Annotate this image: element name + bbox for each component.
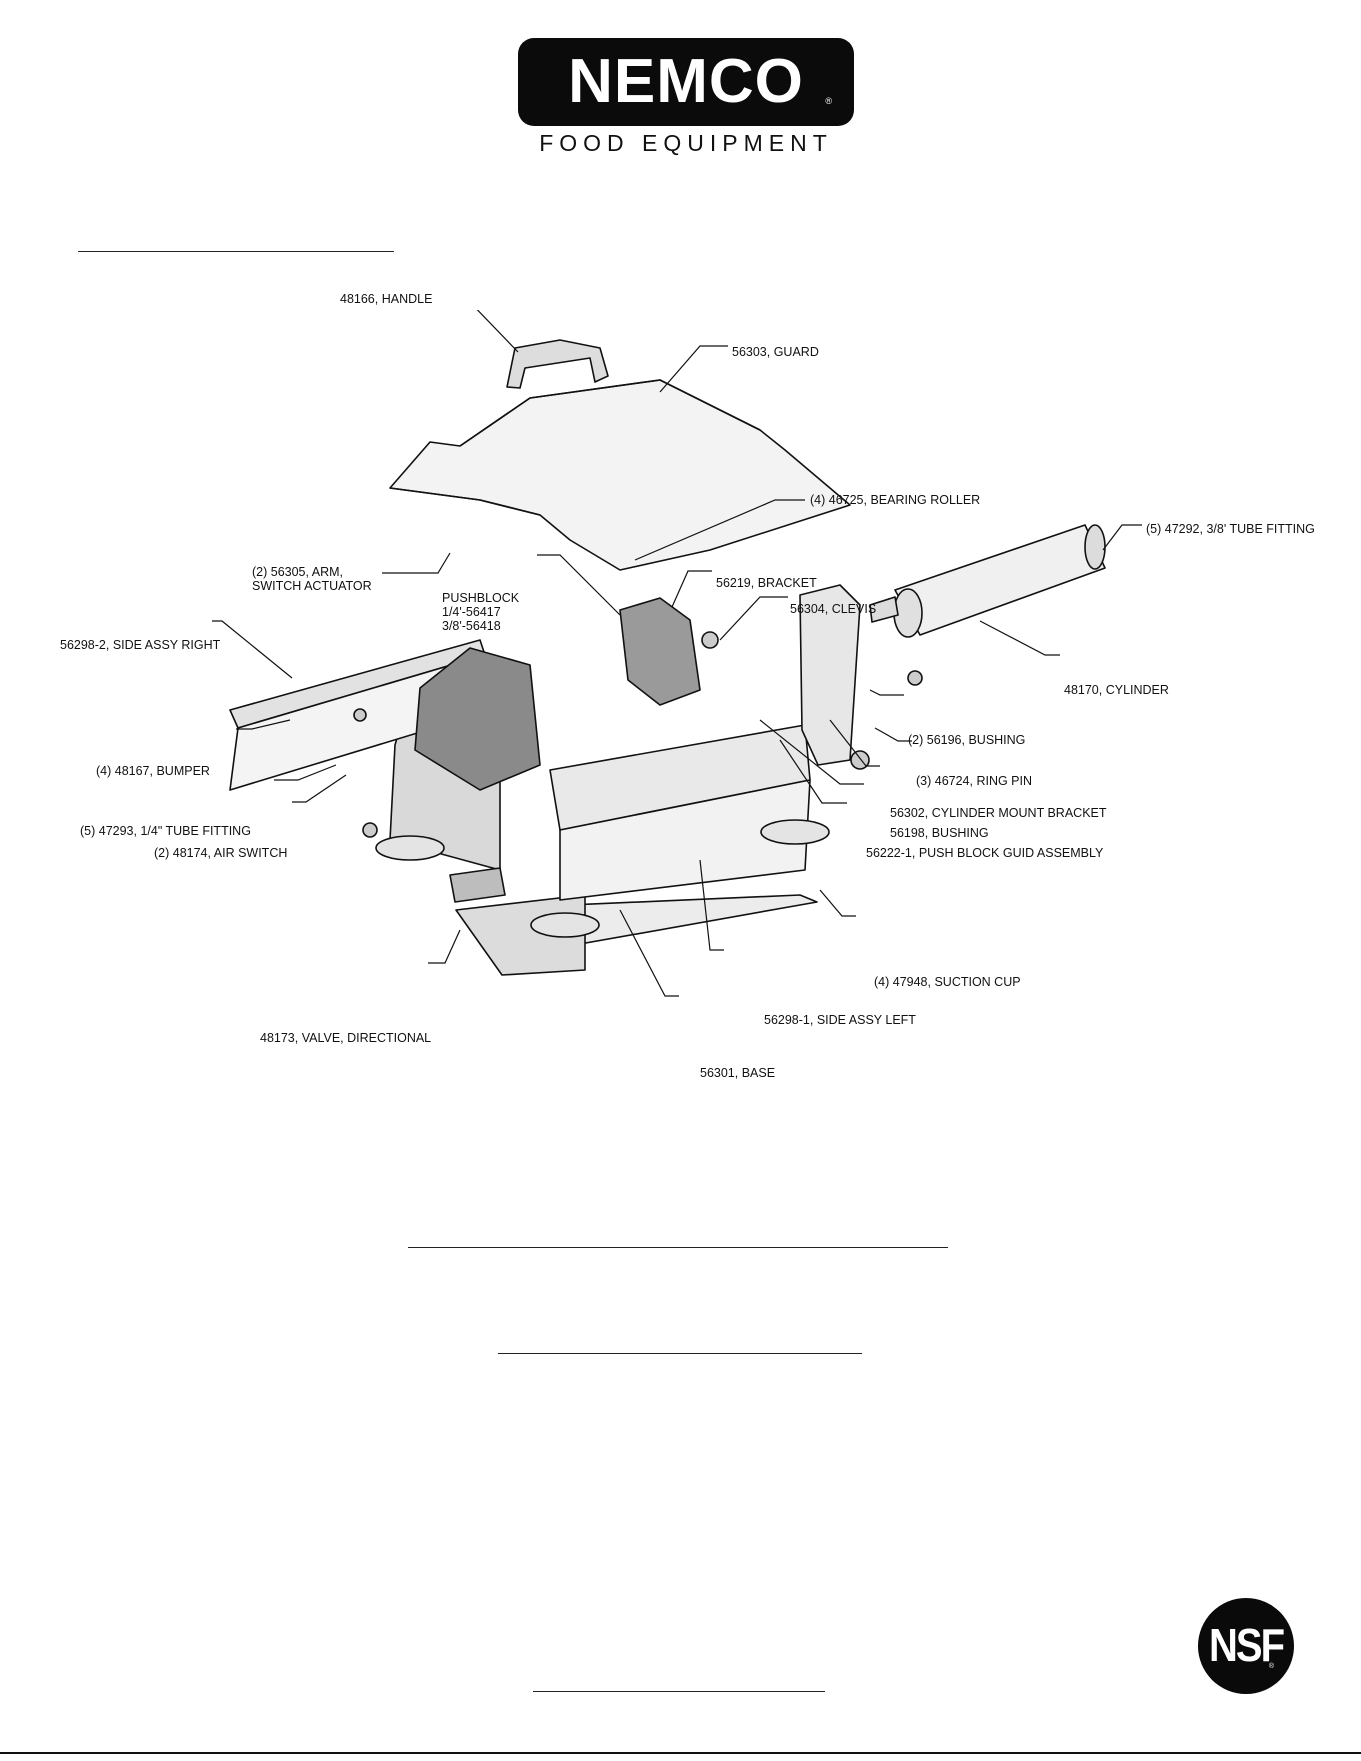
heading-rule-middle <box>408 1247 948 1248</box>
callout-tube-fitting-14: (5) 47293, 1/4" TUBE FITTING <box>80 824 251 838</box>
callout-cylinder: 48170, CYLINDER <box>1064 683 1169 697</box>
heading-rule-top <box>78 251 394 252</box>
callout-bracket: 56219, BRACKET <box>716 576 817 590</box>
callout-valve-directional: 48173, VALVE, DIRECTIONAL <box>260 1031 432 1045</box>
callout-bumper: (4) 48167, BUMPER <box>96 764 210 778</box>
callout-air-switch: (2) 48174, AIR SWITCH <box>154 846 288 860</box>
callout-arm-switch-actuator: (2) 56305, ARM, SWITCH ACTUATOR <box>252 565 372 593</box>
logo-subtitle: FOOD EQUIPMENT <box>539 130 833 156</box>
heading-rule-lower <box>498 1353 862 1354</box>
nsf-certification-seal: NSF ® <box>1198 1598 1294 1694</box>
callout-push-block-guide: 56222-1, PUSH BLOCK GUID ASSEMBLY <box>866 846 1104 860</box>
callout-side-assy-left: 56298-1, SIDE ASSY LEFT <box>764 1013 916 1027</box>
callout-bushing-56198: 56198, BUSHING <box>890 826 989 840</box>
guard-part <box>389 379 851 571</box>
blade-grid-part <box>414 647 541 791</box>
cylinder-part <box>894 524 1106 636</box>
logo-registered-mark: ® <box>825 96 832 106</box>
nemco-logo: NEMCO ® <box>518 38 854 126</box>
callout-tube-fitting-38: (5) 47292, 3/8' TUBE FITTING <box>1146 522 1315 536</box>
footer-rule <box>0 1752 1361 1754</box>
callout-base: 56301, BASE <box>700 1066 776 1080</box>
logo-wordmark: NEMCO <box>568 47 804 116</box>
handle-part <box>506 339 609 389</box>
cylinder-mount-bracket-part <box>799 584 861 766</box>
callout-bushing-56196: (2) 56196, BUSHING <box>908 733 1026 747</box>
callout-cylinder-mount-bracket: 56302, CYLINDER MOUNT BRACKET <box>890 806 1107 820</box>
callout-suction-cup: (4) 47948, SUCTION CUP <box>874 975 1021 989</box>
callout-guard: 56303, GUARD <box>732 345 819 359</box>
nsf-registered-mark: ® <box>1268 1663 1274 1670</box>
callout-clevis: 56304, CLEVIS <box>790 602 877 616</box>
nsf-mark: NSF <box>1209 1620 1285 1671</box>
callout-side-assy-right: 56298-2, SIDE ASSY RIGHT <box>60 638 221 652</box>
callout-bearing-roller: (4) 46725, BEARING ROLLER <box>810 493 981 507</box>
heading-rule-bottom <box>533 1691 825 1692</box>
callout-pushblock: PUSHBLOCK 1/4'-56417 3/8'-56418 <box>442 591 520 633</box>
callout-ring-pin: (3) 46724, RING PIN <box>916 774 1033 788</box>
pushblock-part <box>619 597 701 706</box>
directional-valve-part <box>449 867 506 903</box>
callout-handle: 48166, HANDLE <box>340 292 433 306</box>
exploded-parts-drawing <box>212 310 1142 997</box>
suction-cup-part <box>375 835 445 861</box>
